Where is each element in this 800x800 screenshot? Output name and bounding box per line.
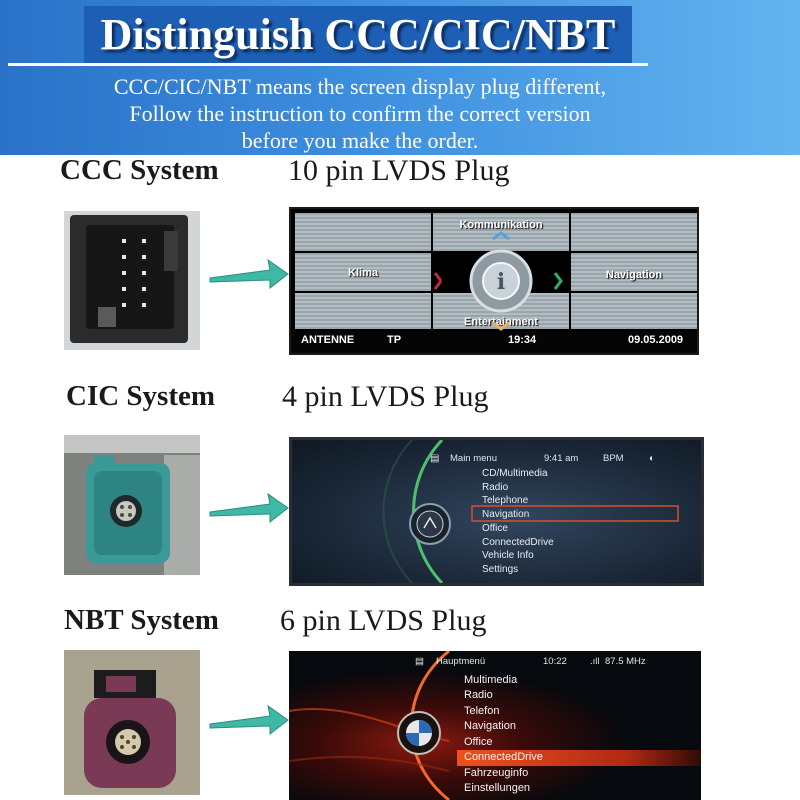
arrow-right-icon (209, 492, 289, 524)
ccc-plug-heading: 10 pin LVDS Plug (288, 154, 510, 187)
ccc-screen: Kommunikation Klima Navigation Entertain… (289, 207, 699, 355)
ccc-controller-icon[interactable]: i (431, 231, 571, 331)
ccc-tile-left[interactable] (295, 253, 431, 291)
cic-menu-item-selected[interactable]: Navigation (482, 509, 530, 520)
cic-connector-illustration (64, 435, 200, 575)
info-icon: i (497, 269, 505, 295)
title-box (84, 6, 632, 64)
nbt-screen: ▤ Hauptmenü 10:22 .ıll 87.5 MHz Multimed… (289, 651, 701, 800)
nbt-menu-item[interactable]: Radio (464, 689, 493, 701)
cic-menu-item[interactable]: Telephone (482, 495, 529, 506)
nbt-station: 87.5 MHz (605, 656, 646, 667)
title-underline (8, 63, 648, 66)
ccc-system-heading: CCC System (60, 154, 219, 186)
cic-time: 9:41 am (544, 453, 579, 464)
cic-plug-photo (64, 435, 200, 575)
nbt-menu-item[interactable]: Multimedia (464, 674, 518, 686)
ccc-tile-right[interactable] (571, 253, 697, 291)
ccc-klima-label: Klima (348, 267, 378, 279)
nbt-menu-item[interactable]: Office (464, 736, 493, 748)
nbt-connector-illustration (64, 650, 200, 795)
ccc-date-text: 09.05.2009 (628, 334, 684, 346)
ccc-tp-text: TP (387, 334, 402, 346)
ccc-tile-top-right (571, 213, 697, 251)
ccc-time-text: 19:34 (508, 334, 537, 346)
nbt-menu-item[interactable]: Fahrzeuginfo (464, 767, 529, 779)
ccc-entertainment-label: Entertainment (464, 316, 538, 328)
nbt-menu-item[interactable]: Telefon (464, 705, 500, 717)
nbt-plug-heading: 6 pin LVDS Plug (280, 604, 487, 637)
nbt-time: 10:22 (543, 656, 567, 667)
nbt-menu-item-selected[interactable]: ConnectedDrive (464, 751, 543, 763)
cic-menu-item[interactable]: Radio (482, 482, 509, 493)
nbt-menu-item[interactable]: Navigation (464, 720, 516, 732)
cic-menu-item[interactable]: Settings (482, 564, 519, 575)
nbt-menu-title: Hauptmenü (436, 656, 486, 667)
nbt-menu-item[interactable]: Einstellungen (464, 782, 531, 794)
ccc-status-bar (291, 331, 697, 353)
cic-menu-item[interactable]: CD/Multimedia (482, 468, 548, 479)
nbt-system-heading: NBT System (64, 604, 219, 636)
ccc-connector-illustration (64, 211, 200, 350)
ccc-kommunikation-label: Kommunikation (459, 219, 543, 231)
menu-icon: ▤ (430, 453, 440, 464)
nbt-background-art (289, 651, 701, 800)
settings-icon: ◐ (649, 453, 655, 464)
cic-menu-item[interactable]: ConnectedDrive (482, 537, 554, 548)
cic-background-arc (382, 440, 679, 583)
cic-menu-item[interactable]: Vehicle Info (482, 550, 534, 561)
cic-plug-heading: 4 pin LVDS Plug (282, 380, 489, 413)
ccc-tile-top-left (295, 213, 431, 251)
ccc-tile-bottom-right (571, 293, 697, 329)
cic-system-heading: CIC System (66, 380, 216, 412)
antenna-signal-icon: .ıll (590, 656, 600, 667)
intro-line-2: Follow the instruction to confirm the co… (129, 101, 591, 126)
arrow-right-icon (209, 704, 289, 736)
intro-line-1: CCC/CIC/NBT means the screen display plu… (113, 74, 607, 99)
cic-menu-title: Main menu (450, 453, 497, 464)
menu-icon: ▤ (415, 656, 424, 667)
ccc-plug-photo (64, 211, 200, 350)
intro-line-3: before you make the order. (241, 128, 479, 153)
ccc-navigation-label: Navigation (605, 269, 663, 281)
ccc-tile-bottom-left (295, 293, 431, 329)
ccc-antenne-text: ANTENNE (301, 334, 355, 346)
cic-menu-item[interactable]: Office (482, 523, 508, 534)
nbt-plug-photo (64, 650, 200, 795)
cic-screen: ▤ Main menu 9:41 am BPM ◐ CD/Multimedia … (289, 437, 704, 586)
cic-station: BPM (603, 453, 624, 464)
page-title: Distinguish CCC/CIC/NBT (100, 10, 616, 59)
arrow-right-icon (209, 258, 289, 290)
